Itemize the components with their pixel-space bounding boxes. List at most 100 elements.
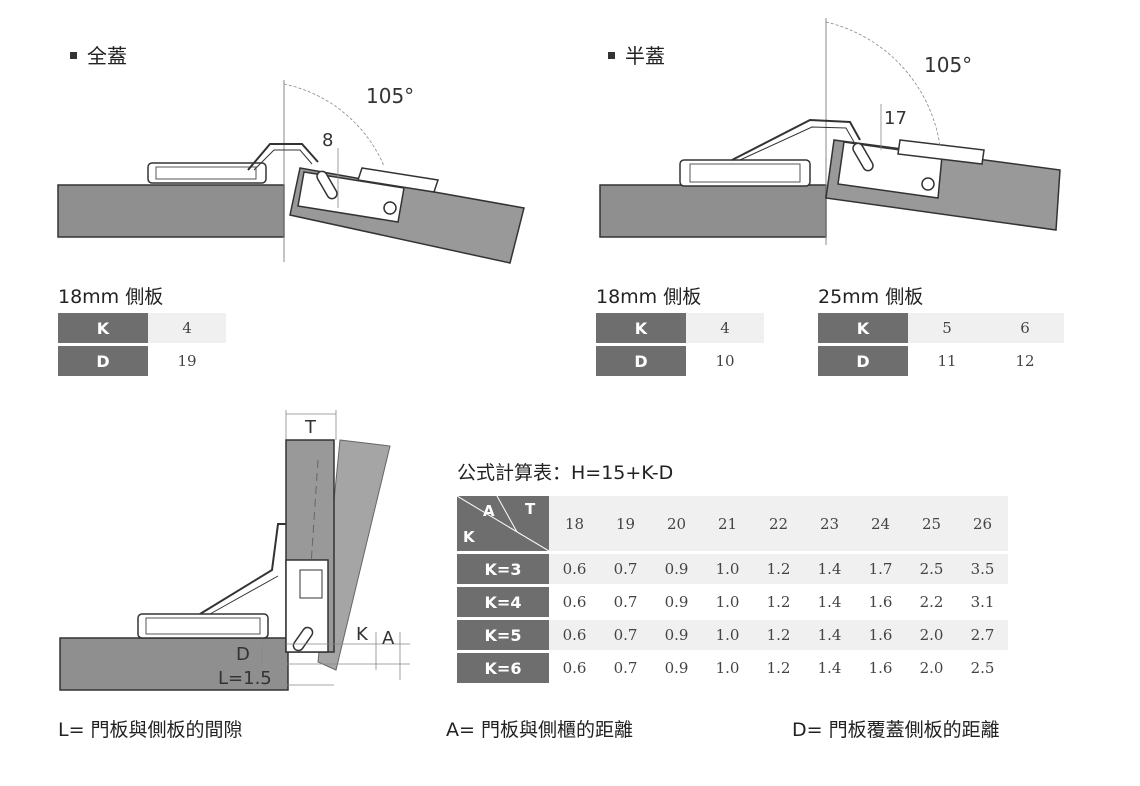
cell: 0.7 bbox=[600, 554, 651, 584]
formula-title: 公式計算表：H=15+K-D bbox=[457, 462, 674, 484]
cell: 1.0 bbox=[702, 554, 753, 584]
cell: 1.6 bbox=[855, 620, 906, 650]
cell: 0.7 bbox=[600, 620, 651, 650]
full-overlay-title: 全蓋 bbox=[87, 44, 127, 68]
cell: 1.0 bbox=[702, 587, 753, 617]
col-header: 26 bbox=[957, 496, 1008, 551]
table-row: K=3 0.6 0.7 0.9 1.0 1.2 1.4 1.7 2.5 3.5 bbox=[457, 554, 1008, 584]
cell: 1.0 bbox=[702, 620, 753, 650]
corner-k: K bbox=[463, 528, 475, 546]
cell: 1.2 bbox=[753, 653, 804, 683]
cell: 1.4 bbox=[804, 554, 855, 584]
cell: 1.0 bbox=[702, 653, 753, 683]
angle-arc bbox=[283, 83, 385, 167]
side-panel bbox=[599, 184, 827, 238]
table-row: K=6 0.6 0.7 0.9 1.0 1.2 1.4 1.6 2.0 2.5 bbox=[457, 653, 1008, 683]
half-overlay-diagram: 17 105° bbox=[599, 18, 1061, 245]
angle-105-full: 105° bbox=[366, 84, 414, 108]
cell: 0.9 bbox=[651, 554, 702, 584]
cell: 0.7 bbox=[600, 587, 651, 617]
cell: 2.2 bbox=[906, 587, 957, 617]
angle-105-half: 105° bbox=[924, 53, 972, 77]
side-detail-diagram: T K A D L=1.5 bbox=[59, 410, 410, 691]
cell: 1.4 bbox=[804, 587, 855, 617]
cell: 0.9 bbox=[651, 620, 702, 650]
table-caption-18mm-half: 18mm 側板 bbox=[596, 286, 702, 308]
adjust-screw bbox=[292, 626, 314, 652]
hinge-arm bbox=[731, 118, 861, 161]
row-header: K=6 bbox=[457, 653, 549, 683]
cell: 1.6 bbox=[855, 587, 906, 617]
table-row: K=4 0.6 0.7 0.9 1.0 1.2 1.4 1.6 2.2 3.1 bbox=[457, 587, 1008, 617]
cell: 2.7 bbox=[957, 620, 1008, 650]
cell: 1.4 bbox=[804, 653, 855, 683]
adjust-screw bbox=[316, 170, 338, 200]
cell: 3.5 bbox=[957, 554, 1008, 584]
k-label: K bbox=[818, 313, 908, 343]
row-header: K=4 bbox=[457, 587, 549, 617]
k-value: 6 bbox=[986, 313, 1064, 343]
legend-d: D= 門板覆蓋側板的距離 bbox=[792, 719, 1000, 741]
col-header: 22 bbox=[753, 496, 804, 551]
dim-k: K bbox=[356, 624, 369, 645]
d-value: 19 bbox=[148, 346, 226, 376]
side-panel bbox=[57, 184, 285, 238]
cell: 2.5 bbox=[957, 653, 1008, 683]
d-value: 12 bbox=[986, 346, 1064, 376]
dim-d: D bbox=[236, 644, 250, 665]
cell: 0.6 bbox=[549, 587, 600, 617]
col-header: 21 bbox=[702, 496, 753, 551]
d-value: 11 bbox=[908, 346, 986, 376]
legend-a: A= 門板與側櫃的距離 bbox=[446, 719, 633, 741]
k-value: 4 bbox=[686, 313, 764, 343]
angle-arc bbox=[825, 21, 941, 147]
adjust-screw bbox=[852, 142, 874, 172]
hinge-arm bbox=[247, 143, 319, 171]
table-row: K=5 0.6 0.7 0.9 1.0 1.2 1.4 1.6 2.0 2.7 bbox=[457, 620, 1008, 650]
bullet-icon bbox=[70, 52, 77, 59]
dim-a: A bbox=[382, 628, 395, 649]
col-header: 18 bbox=[549, 496, 600, 551]
k-label: K bbox=[596, 313, 686, 343]
cell: 1.2 bbox=[753, 587, 804, 617]
k-label: K bbox=[58, 313, 148, 343]
corner-t: T bbox=[525, 500, 536, 518]
cell: 3.1 bbox=[957, 587, 1008, 617]
table-caption-25mm-half: 25mm 側板 bbox=[818, 286, 924, 308]
hinge-arm bbox=[199, 523, 286, 615]
corner-cell: A T K bbox=[457, 496, 549, 551]
col-header: 23 bbox=[804, 496, 855, 551]
cell: 0.6 bbox=[549, 653, 600, 683]
cell: 0.6 bbox=[549, 620, 600, 650]
col-header: 24 bbox=[855, 496, 906, 551]
cell: 2.0 bbox=[906, 653, 957, 683]
half-overlay-heading: 半蓋 bbox=[608, 40, 665, 69]
d-label: D bbox=[596, 346, 686, 376]
full-overlay-diagram: 8 105° bbox=[57, 80, 525, 264]
cell: 0.9 bbox=[651, 587, 702, 617]
d-value: 10 bbox=[686, 346, 764, 376]
cell: 0.6 bbox=[549, 554, 600, 584]
cell: 1.7 bbox=[855, 554, 906, 584]
full-overlay-heading: 全蓋 bbox=[70, 40, 127, 69]
cell: 1.4 bbox=[804, 620, 855, 650]
dim-t: T bbox=[304, 417, 317, 438]
half-overlay-title: 半蓋 bbox=[625, 44, 665, 68]
formula-table: A T K 18 19 20 21 22 23 24 25 26 K=3 0.6… bbox=[457, 493, 1008, 686]
dim-8: 8 bbox=[322, 130, 333, 151]
cell: 0.9 bbox=[651, 653, 702, 683]
col-header: 25 bbox=[906, 496, 957, 551]
dim-17: 17 bbox=[884, 108, 907, 129]
table-caption-18mm-full: 18mm 側板 bbox=[58, 286, 164, 308]
cell: 2.0 bbox=[906, 620, 957, 650]
k-value: 5 bbox=[908, 313, 986, 343]
d-label: D bbox=[58, 346, 148, 376]
legend-l: L= 門板與側板的間隙 bbox=[58, 719, 243, 741]
cell: 0.7 bbox=[600, 653, 651, 683]
bullet-icon bbox=[608, 52, 615, 59]
corner-a: A bbox=[483, 502, 495, 520]
cell: 1.6 bbox=[855, 653, 906, 683]
